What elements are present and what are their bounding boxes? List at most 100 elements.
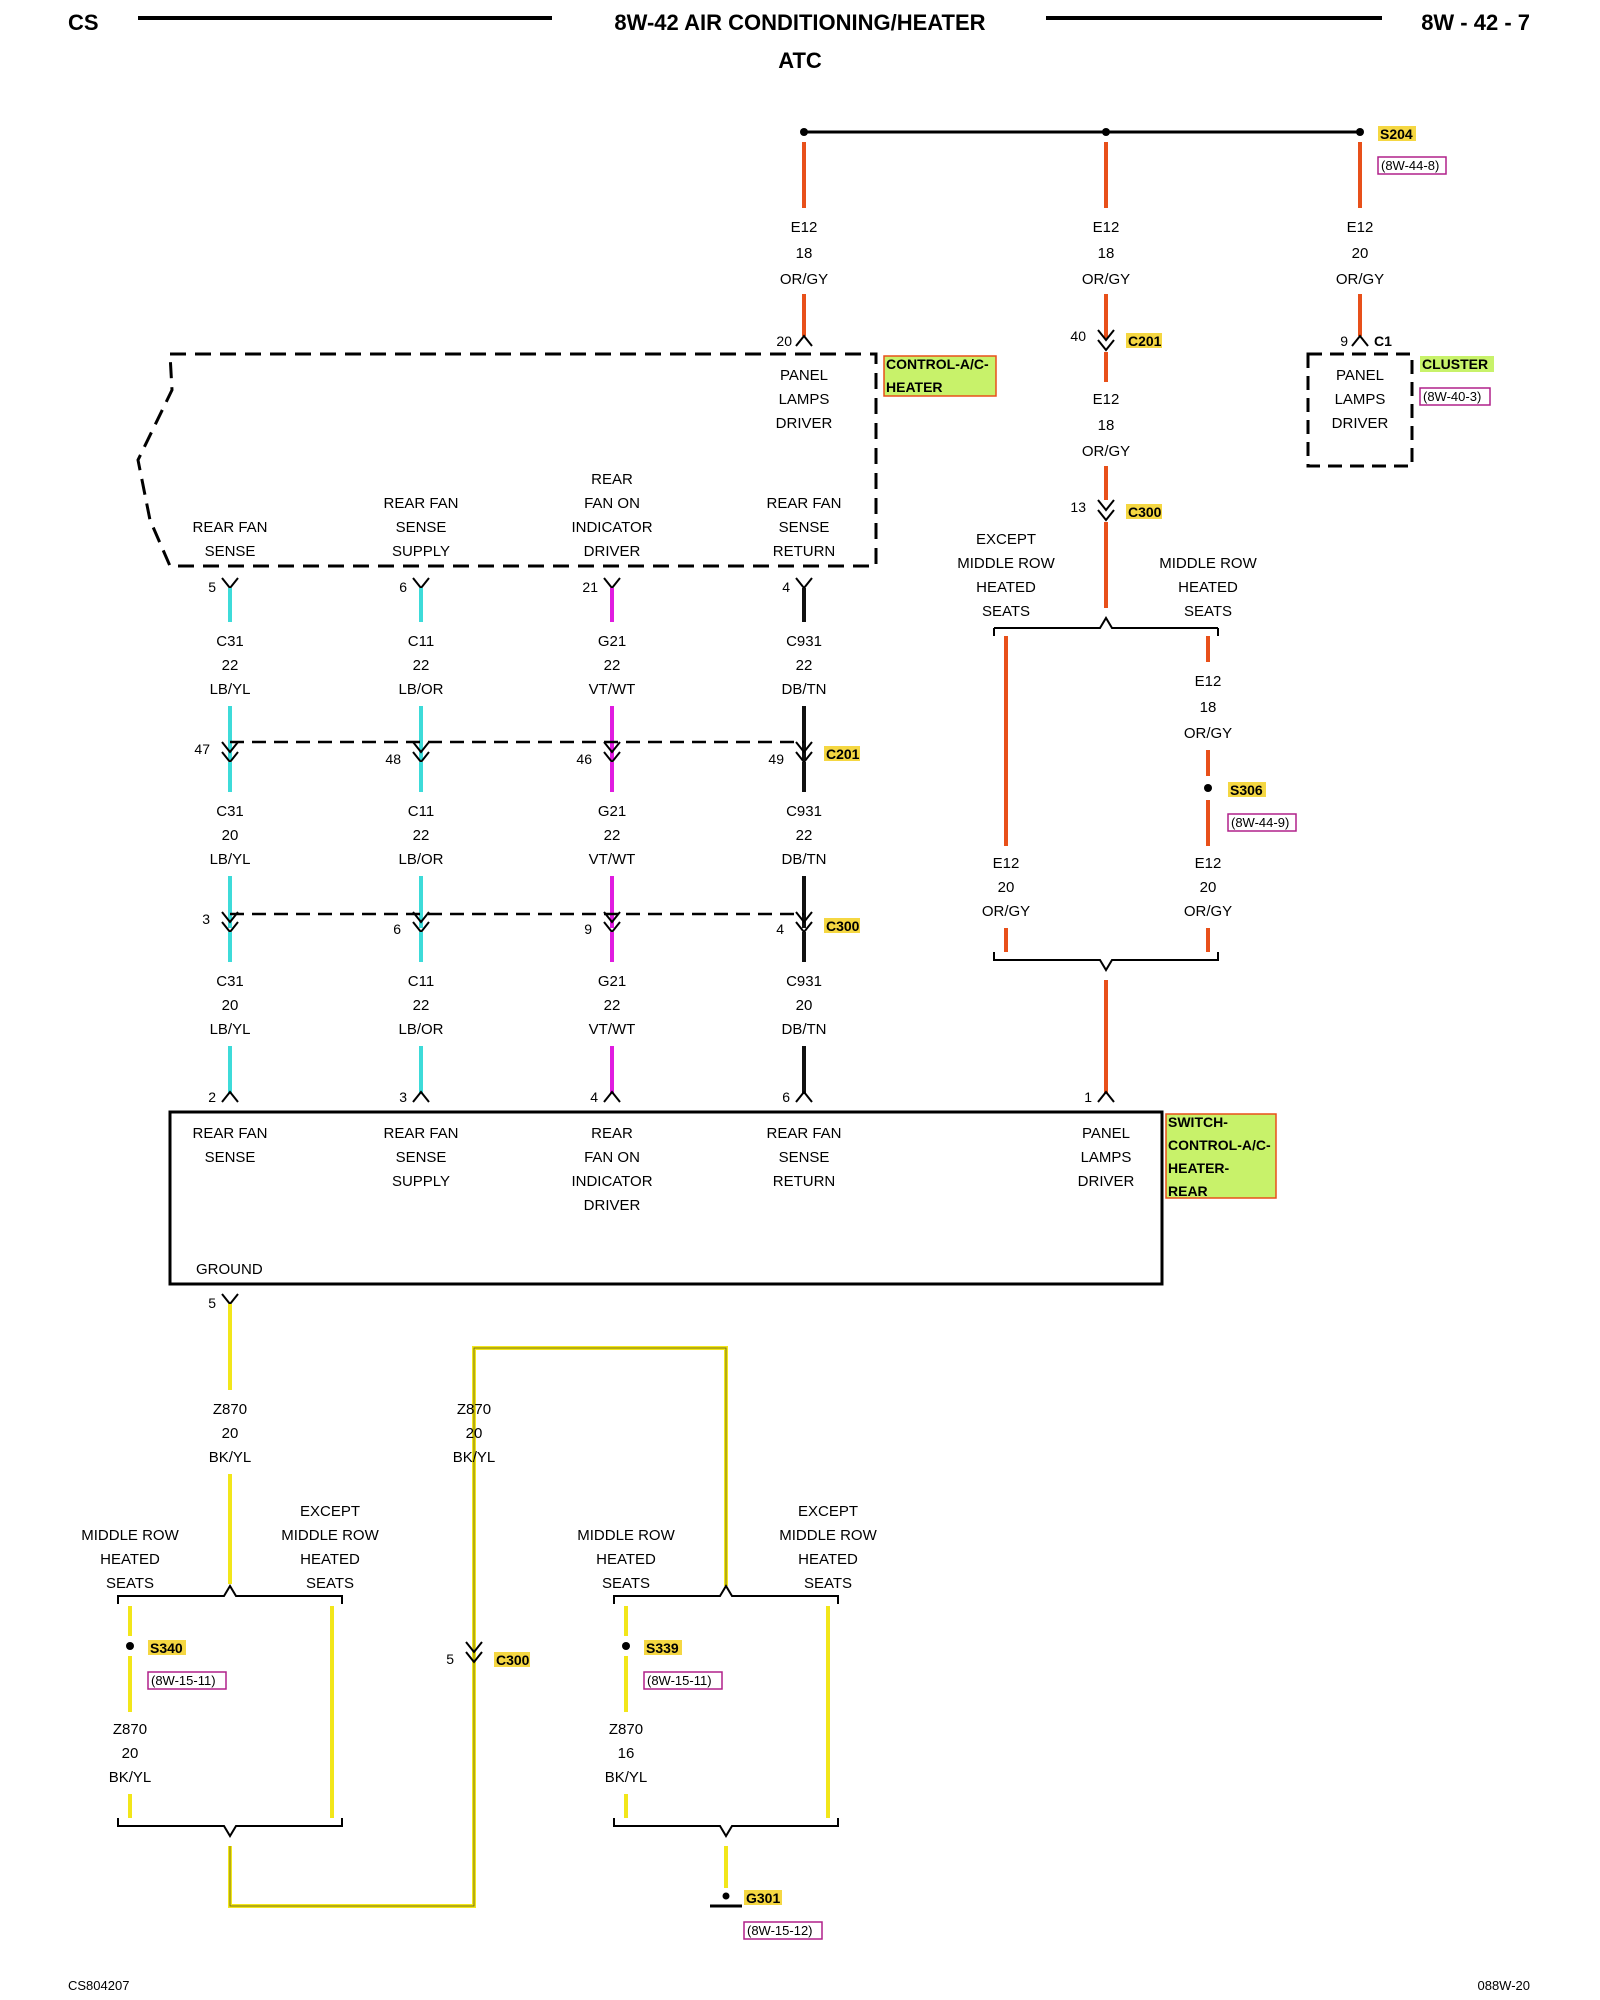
s340-label[interactable]: S340 [150,1640,183,1656]
option-label: SEATS [1184,603,1232,620]
s204-ref-box [1377,156,1447,175]
pin-number: 3 [202,911,210,927]
option-brace [993,952,1219,972]
c201-label[interactable]: C201 [826,746,860,762]
e12-option-branch: EXCEPT MIDDLE ROW HEATED SEATS MIDDLE RO… [957,531,1297,1105]
pin-function: PANEL [1082,1125,1130,1142]
wire-circuit: C11 [408,973,434,990]
wire-gauge: 22 [796,657,813,674]
wire-color: LB/OR [398,1021,443,1038]
pin-function: PANEL [780,367,828,384]
option-label: MIDDLE ROW [1159,555,1257,572]
s306-label[interactable]: S306 [1230,782,1263,798]
wire-circuit: G21 [598,803,626,820]
pin-number: 20 [776,333,792,349]
wire-circuit: E12 [791,219,818,236]
s204-label[interactable]: S204 [1380,126,1413,142]
wire-color: BK/YL [209,1449,252,1466]
switch-label[interactable]: SWITCH- [1168,1114,1228,1130]
wire-circuit: G21 [598,973,626,990]
wire-gauge: 20 [466,1425,483,1442]
male-terminal [795,577,813,590]
wire-circuit: E12 [1093,219,1120,236]
cluster-label[interactable]: CLUSTER [1422,356,1488,372]
s339-label[interactable]: S339 [646,1640,679,1656]
pin-function: REAR [591,1125,633,1142]
control-label[interactable]: HEATER [886,379,943,395]
c300-label[interactable]: C300 [1128,504,1162,520]
pin-function: SENSE [205,543,256,560]
option-label: SEATS [306,1575,354,1592]
g301-ref[interactable]: (8W-15-12) [747,1923,813,1938]
pin-number: 47 [194,741,210,757]
s340-ref-box [147,1671,227,1690]
option-label: MIDDLE ROW [281,1527,379,1544]
pin-function: REAR FAN [192,519,267,536]
option-label: EXCEPT [300,1503,360,1520]
pin-number: 46 [576,751,592,767]
cluster-tag-bg [1420,356,1494,372]
s306-ref[interactable]: (8W-44-9) [1231,815,1289,830]
wire-gauge: 20 [998,879,1015,896]
female-terminal [795,1090,813,1103]
c931-wire: 4 C931 22 DB/TN 49 C201 C931 22 DB/TN 4 … [768,577,860,1105]
s204-tag-bg [1378,126,1416,141]
cluster-ref[interactable]: (8W-40-3) [1423,389,1481,404]
wire-gauge: 16 [618,1745,635,1762]
control-label[interactable]: CONTROL-A/C- [886,356,989,372]
wire-circuit: C11 [408,803,434,820]
e12-wire-cluster: E12 20 OR/GY 9 C1 [1336,142,1392,349]
wire-circuit: C31 [216,803,244,820]
option-label: SEATS [602,1575,650,1592]
wire-color: OR/GY [1082,271,1130,288]
wire-color: OR/GY [1184,903,1232,920]
wire-gauge: 20 [222,827,239,844]
option-label: HEATED [1178,579,1238,596]
wire-gauge: 22 [604,657,621,674]
switch-label[interactable]: HEATER- [1168,1160,1230,1176]
s306-tag-bg [1228,782,1266,797]
control-ac-heater-component: PANEL LAMPS DRIVER CONTROL-A/C- HEATER R… [136,352,997,568]
c201-label[interactable]: C201 [1128,333,1162,349]
component-outline [168,1110,1164,1286]
cluster-ref-box [1419,387,1491,406]
ground-circuit: 5 Z870 20 BK/YL MIDDLE ROW HEATED SEATS … [81,1293,878,1940]
s339-ref[interactable]: (8W-15-11) [647,1673,712,1688]
wire-circuit: G21 [598,633,626,650]
s204-ref[interactable]: (8W-44-8) [1381,158,1439,173]
wire-gauge: 22 [413,997,430,1014]
page-number: 8W - 42 - 7 [1421,10,1530,35]
splice-dot [800,128,808,136]
switch-label[interactable]: CONTROL-A/C- [1168,1137,1271,1153]
g301-label[interactable]: G301 [746,1890,780,1906]
wire-gauge: 22 [413,657,430,674]
wire-circuit: C31 [216,973,244,990]
wire-circuit: C931 [786,633,822,650]
pin-function: DRIVER [1332,415,1389,432]
wire-gauge: 20 [222,997,239,1014]
c300-label[interactable]: C300 [496,1652,530,1668]
s340-ref[interactable]: (8W-15-11) [151,1673,216,1688]
pin-function: INDICATOR [571,1173,652,1190]
splice-dot [126,1642,134,1650]
wire-circuit: Z870 [457,1401,491,1418]
inline-connector-icon [465,1641,483,1664]
male-terminal [221,577,239,590]
pin-function: SENSE [205,1149,256,1166]
wire-gauge: 20 [1352,245,1369,262]
c300-label[interactable]: C300 [826,918,860,934]
wire-color: OR/GY [780,271,828,288]
option-label: HEATED [798,1551,858,1568]
switch-label[interactable]: REAR [1168,1183,1208,1199]
wire-gauge: 20 [796,997,813,1014]
e12-wire-switch: E12 18 OR/GY 40 C201 E12 18 OR/GY 13 C30… [1070,142,1162,608]
switch-rear-component: REAR FAN SENSE REAR FAN SENSE SUPPLY REA… [168,1110,1277,1286]
male-terminal [603,577,621,590]
inline-connector-icon [1097,499,1115,522]
control-tag-bg [883,355,997,397]
option-brace [117,1584,343,1604]
cluster-component: PANEL LAMPS DRIVER CLUSTER (8W-40-3) [1306,352,1494,468]
c300-tag-bg [824,918,860,933]
wire-circuit: C31 [216,633,244,650]
pin-number: 40 [1070,328,1086,344]
